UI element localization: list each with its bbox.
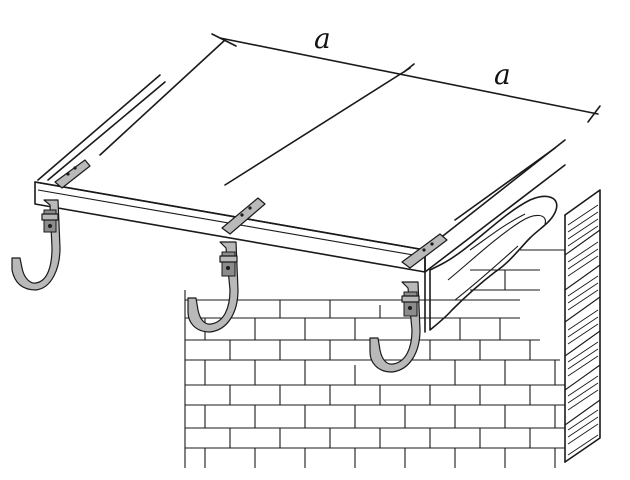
dimension-tick-right: [587, 105, 601, 123]
dimension-lines: a a: [211, 22, 601, 123]
roof-slab: [34, 39, 595, 333]
insulation-layer: [429, 195, 558, 331]
gutter-hook-3: [369, 233, 448, 373]
gutter-hook-2: [187, 197, 266, 333]
dimension-label-a1: a: [314, 22, 331, 55]
dimension-tick-left: [211, 33, 237, 47]
dimension-label-a2: a: [494, 58, 511, 91]
gutter-hook-1: [11, 159, 91, 291]
dimension-tick-mid: [403, 63, 415, 73]
brick-wall-side: [564, 189, 601, 463]
dimension-line-top: [219, 37, 599, 115]
roof-top-surface: [35, 40, 595, 250]
